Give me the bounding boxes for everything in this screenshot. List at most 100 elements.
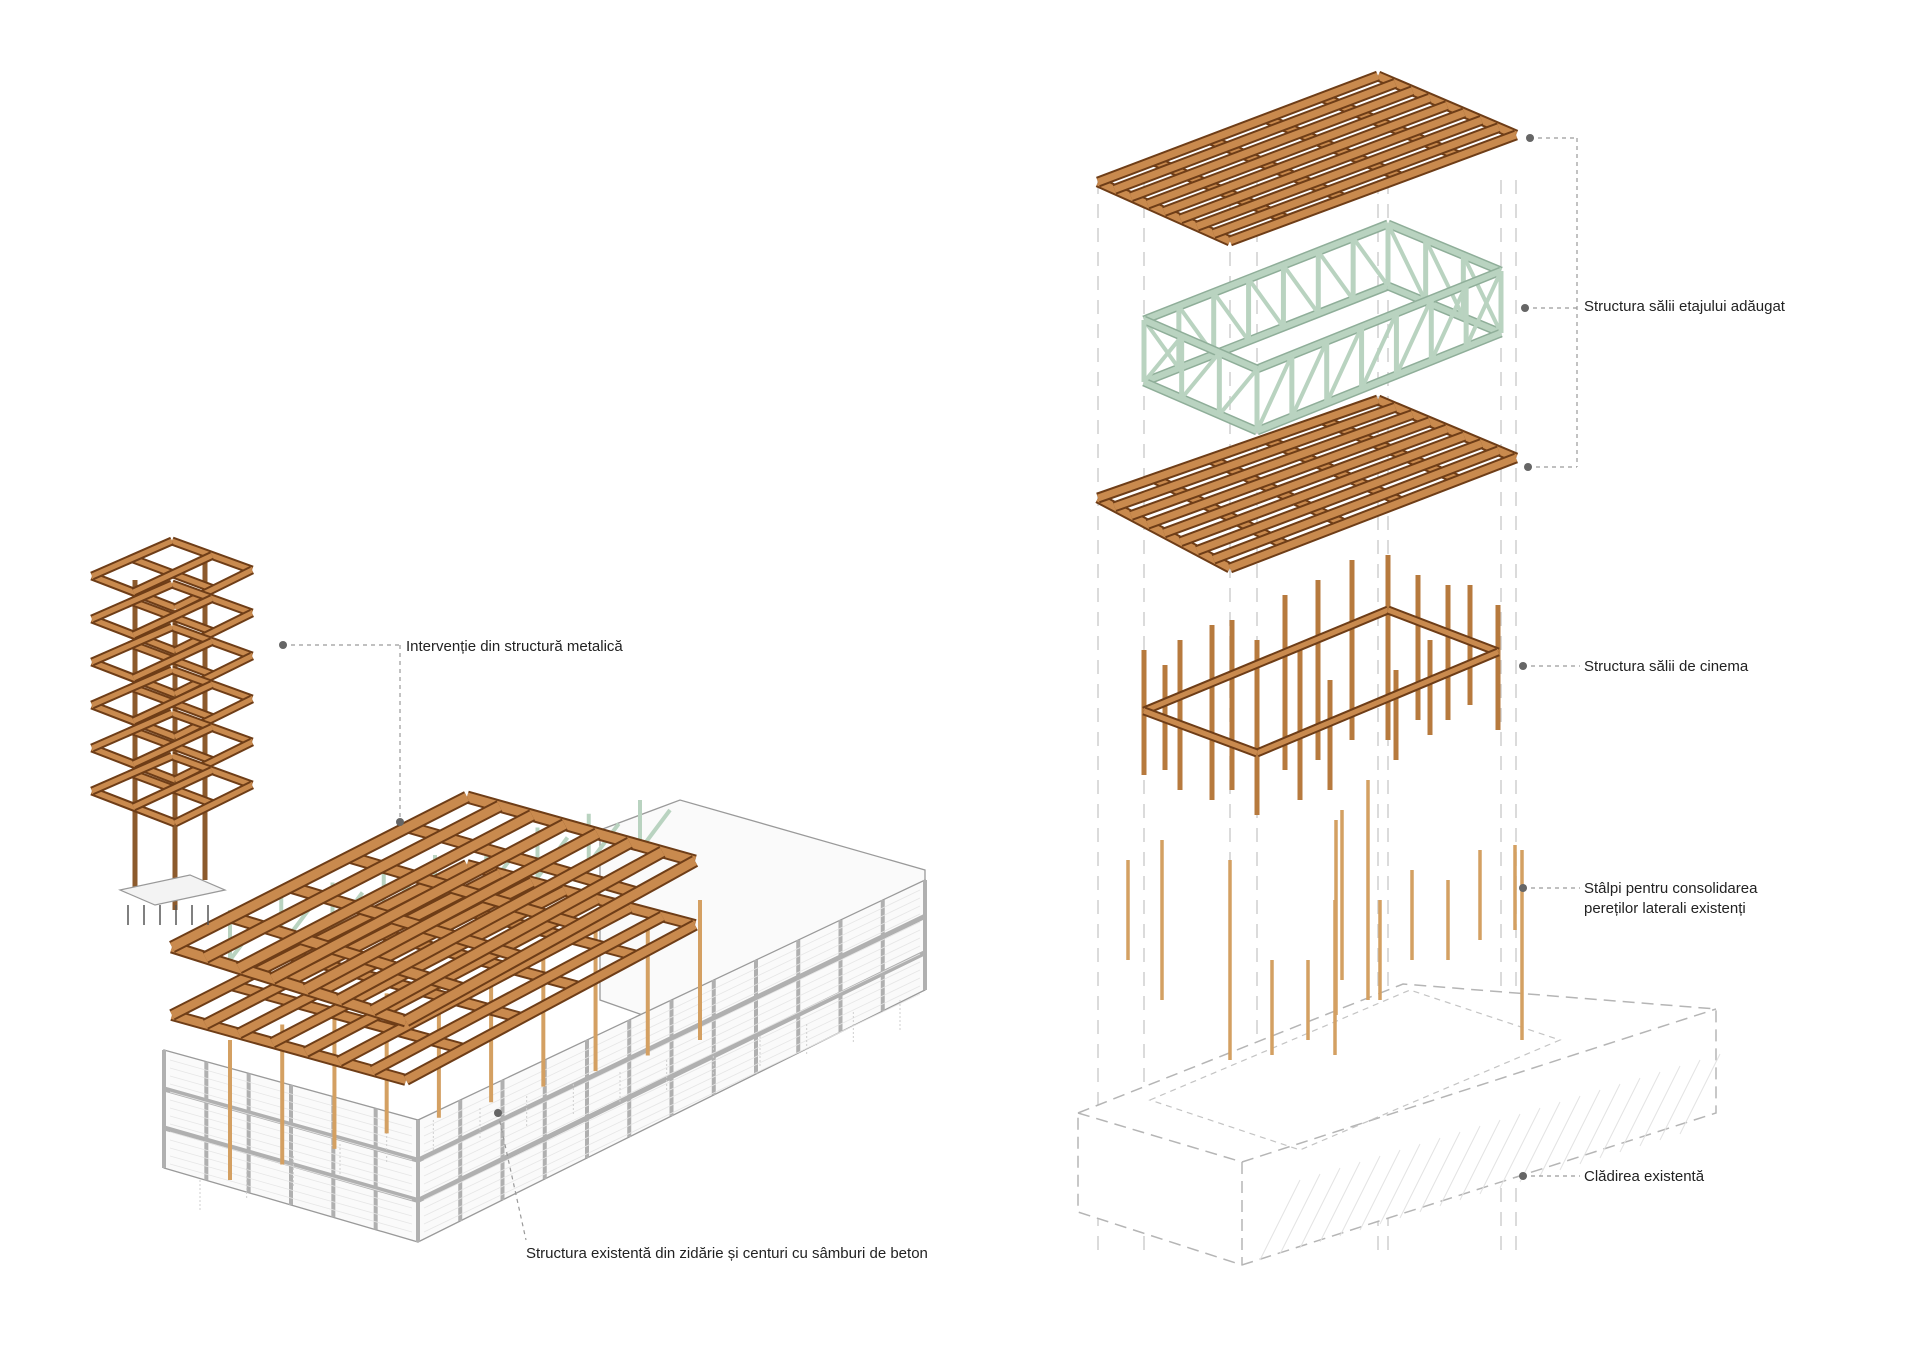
beam	[403, 857, 698, 1025]
leader-dot	[494, 1109, 502, 1117]
beam	[1212, 447, 1500, 563]
truss-diagonal	[1255, 354, 1294, 432]
truss-diagonal	[1324, 326, 1364, 404]
hatch-line	[1519, 1101, 1561, 1183]
brick-course	[169, 1147, 413, 1217]
hatch-line	[1339, 1155, 1381, 1237]
truss-chord	[1255, 268, 1503, 372]
beam	[90, 710, 174, 751]
tower-floor-grid	[90, 751, 254, 828]
brick-course	[423, 889, 921, 1129]
leader	[497, 1112, 527, 1241]
truss-diagonal	[1281, 263, 1320, 315]
beam	[203, 802, 502, 962]
beam	[90, 581, 174, 622]
beam	[370, 912, 665, 1075]
lower-floor-grid	[1095, 394, 1519, 574]
beam	[237, 878, 534, 1038]
brick-course	[423, 993, 921, 1233]
brick-course	[423, 929, 921, 1169]
left-leaders	[283, 644, 527, 1241]
beam	[1096, 72, 1380, 186]
beam	[90, 624, 174, 665]
brick-course	[423, 921, 921, 1161]
hatch-line	[1439, 1125, 1481, 1207]
beam	[1387, 607, 1499, 655]
leader-dot	[1519, 662, 1527, 670]
brick-course	[169, 1131, 413, 1201]
hatch-line	[1579, 1083, 1621, 1165]
beam	[1113, 80, 1397, 193]
truss-chord	[1255, 330, 1503, 434]
brick-course	[423, 905, 921, 1145]
label-pillars-line1: Stâlpi pentru consolidarea	[1584, 880, 1758, 897]
building-courtyard	[1148, 989, 1562, 1151]
tower-floor-grid	[90, 708, 254, 785]
brick-course	[423, 969, 921, 1209]
brick-course	[423, 937, 921, 1177]
leader-dot	[1521, 304, 1529, 312]
hatch-line	[1539, 1095, 1581, 1177]
brick-course	[169, 1123, 413, 1193]
tower-foundation	[118, 874, 227, 906]
beam	[1146, 418, 1431, 528]
label-metal-intervention: Intervenție din structură metalică	[406, 638, 623, 655]
beam	[1195, 116, 1483, 230]
truss-diagonal	[1386, 223, 1428, 303]
beam	[1113, 403, 1397, 511]
beam	[1162, 425, 1449, 537]
truss-diagonal	[1461, 254, 1503, 334]
beam	[1162, 102, 1449, 215]
building-outline	[1077, 983, 1717, 1266]
existing-building	[1077, 983, 1721, 1266]
truss-diagonal	[1246, 277, 1286, 329]
beam	[132, 639, 214, 681]
right-leaders	[1523, 137, 1580, 1177]
beam	[1256, 649, 1499, 756]
truss-chord	[1142, 221, 1390, 323]
beam	[270, 887, 567, 1047]
brick-course	[169, 1083, 413, 1153]
cinema-hall-structure	[1141, 555, 1501, 815]
brick-course	[169, 1067, 413, 1137]
brick-course	[169, 1155, 413, 1225]
label-pillars: Stâlpi pentru consolidarea pereților lat…	[1584, 879, 1757, 919]
brick-course	[169, 1139, 413, 1209]
belt-beam	[163, 1086, 419, 1163]
beam	[90, 538, 174, 579]
truss-chord	[1142, 283, 1390, 385]
brick-course	[169, 1099, 413, 1169]
hatch-line	[1559, 1089, 1601, 1171]
hatch-line	[1319, 1161, 1361, 1243]
beam	[132, 553, 214, 595]
brick-course	[423, 985, 921, 1225]
consolidation-pillars	[1126, 780, 1524, 1060]
building-edge	[1077, 1112, 1243, 1163]
truss-chord	[1142, 379, 1259, 434]
beam	[132, 725, 214, 767]
brick-course	[169, 1091, 413, 1161]
hatch-line	[1279, 1173, 1321, 1255]
truss-diagonal	[1429, 284, 1468, 362]
belt-beam	[416, 950, 927, 1203]
brick-course	[423, 897, 921, 1137]
added-floor-truss	[1141, 219, 1504, 436]
beam	[132, 682, 214, 724]
beam	[370, 847, 665, 1015]
label-cinema-hall: Structura sălii de cinema	[1584, 658, 1749, 675]
truss-chord	[1386, 283, 1503, 336]
leader-dot	[1519, 884, 1527, 892]
truss-diagonal	[1142, 335, 1184, 384]
leader-dot	[396, 818, 404, 826]
hatch-line	[1599, 1077, 1641, 1159]
beam	[1195, 440, 1483, 554]
beam	[1129, 411, 1414, 519]
beam	[1143, 708, 1258, 756]
hatch-line	[1639, 1065, 1681, 1147]
brick-course	[423, 913, 921, 1153]
brick-course	[169, 1059, 413, 1129]
hatch-line	[1479, 1113, 1521, 1195]
brick-course	[423, 945, 921, 1185]
beam	[132, 596, 214, 638]
